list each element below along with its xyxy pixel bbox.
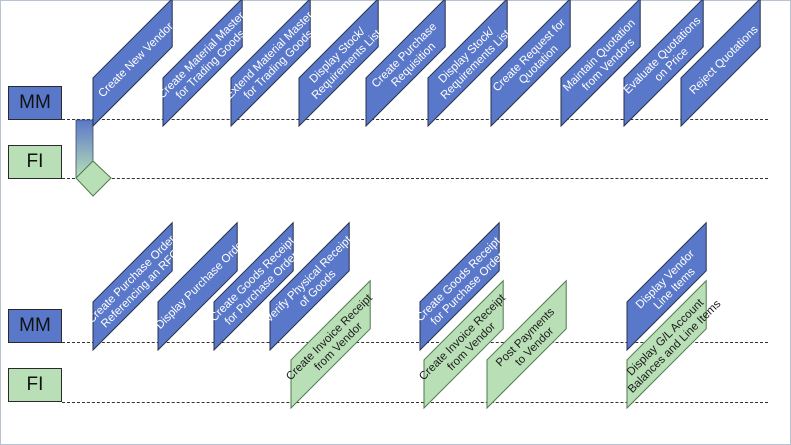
step-shape <box>427 0 508 128</box>
step-shape <box>680 0 761 128</box>
step-shape <box>157 221 238 352</box>
step-shape <box>290 279 371 410</box>
step-shape <box>162 0 243 128</box>
step-shape <box>419 221 500 352</box>
step-shape <box>298 0 379 128</box>
lane-label-fi-row2: FI <box>8 368 62 402</box>
step-shape <box>213 221 294 352</box>
lane-line-mm-row2 <box>62 342 768 343</box>
step-shape <box>230 0 311 128</box>
lane-label-fi-row1: FI <box>8 145 62 179</box>
step-shape <box>490 0 571 128</box>
lane-line-mm-row1 <box>62 119 768 120</box>
step-shape <box>365 0 446 128</box>
step-shape <box>623 0 704 128</box>
lane-connector <box>75 119 112 197</box>
step-shape <box>560 0 641 128</box>
step-shape <box>269 221 350 352</box>
step-shape <box>92 0 173 128</box>
step-shape <box>626 279 707 410</box>
step-shape <box>423 279 504 410</box>
lane-label-mm-row1: MM <box>8 86 62 120</box>
lane-label-mm-row2: MM <box>8 309 62 343</box>
step-shape <box>626 221 707 352</box>
step-shape <box>92 221 173 352</box>
lane-line-fi-row1 <box>62 178 768 179</box>
step-shape <box>486 279 567 410</box>
lane-line-fi-row2 <box>62 402 768 403</box>
